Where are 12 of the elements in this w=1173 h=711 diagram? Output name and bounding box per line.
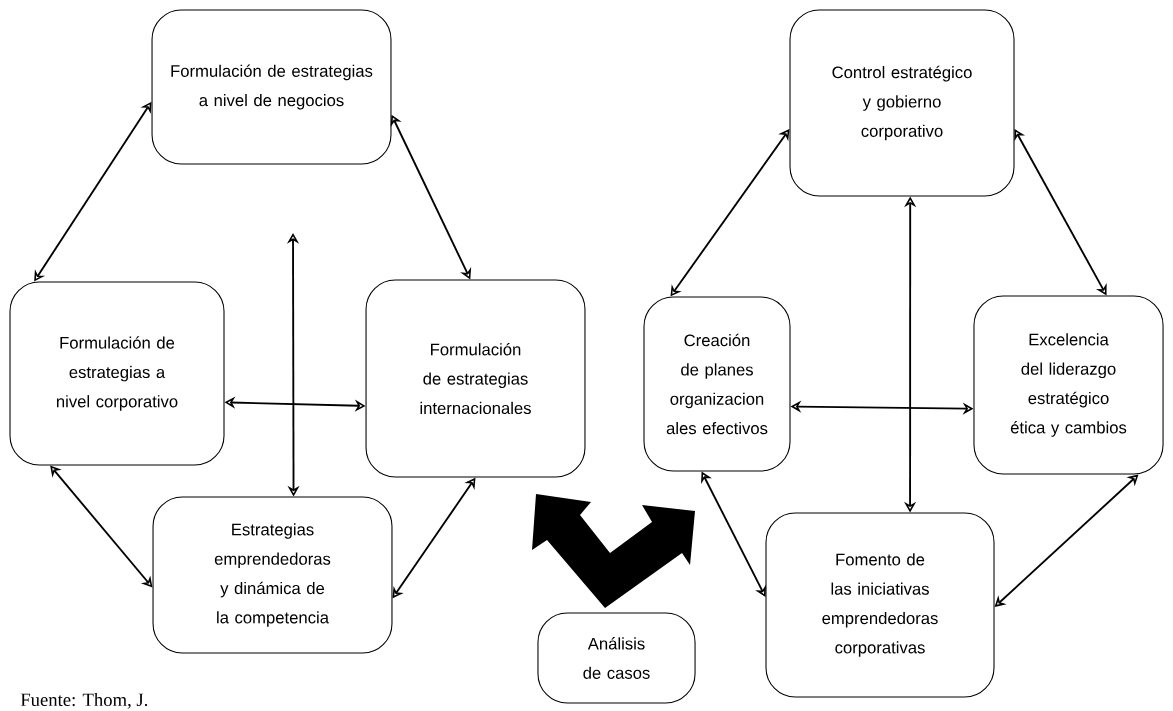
arrow bbox=[50, 465, 153, 588]
process-box: Formulación de estrategias internacionales bbox=[365, 279, 586, 478]
process-box: Formulación de estrategias a nivel de negocios bbox=[151, 9, 392, 165]
source-note: Fuente: Thom, J. bbox=[20, 692, 148, 709]
arrow bbox=[994, 474, 1139, 607]
process-box: Excelencia del liderazgo estratégico ética y cambios bbox=[973, 295, 1164, 475]
process-box: Estrategias emprendedoras y dinámica de la competencia bbox=[152, 496, 393, 654]
process-box: Análisis de casos bbox=[537, 612, 696, 704]
process-box: Control estratégico y gobierno corporativo bbox=[789, 9, 1015, 197]
process-box: Creación de planes organizacion ales efectivos bbox=[643, 296, 791, 472]
process-box: Fomento de las iniciativas emprendedoras corporativas bbox=[765, 512, 995, 698]
process-box: Formulación de estrategias a nivel corporativo bbox=[9, 281, 225, 466]
